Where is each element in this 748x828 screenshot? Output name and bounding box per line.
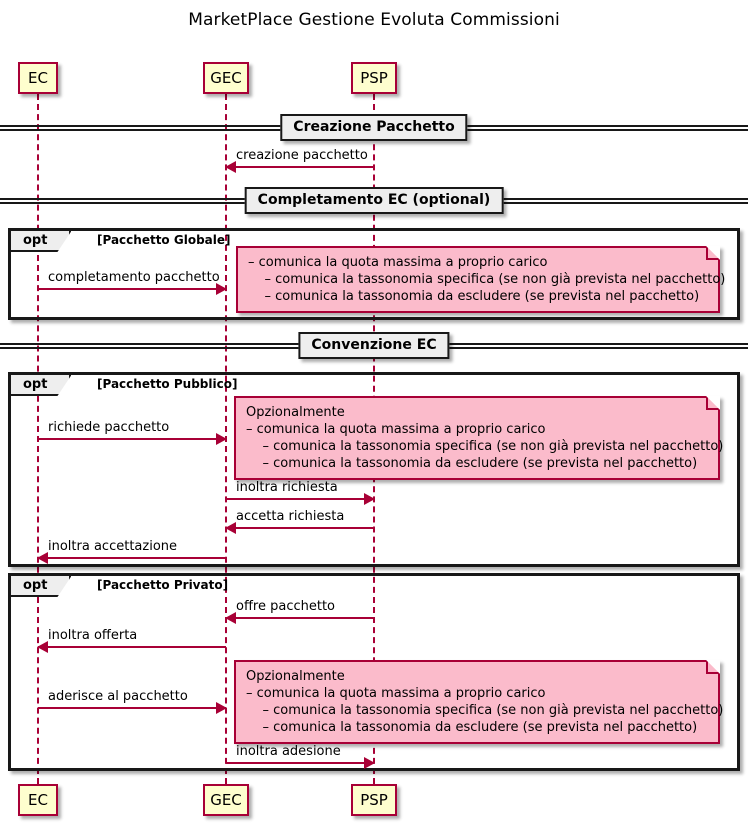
message-arrow-7 bbox=[225, 612, 374, 624]
fragment-condition: [Pacchetto Privato] bbox=[97, 578, 229, 592]
participant-label: PSP bbox=[360, 791, 388, 809]
message-label-7: offre pacchetto bbox=[236, 599, 335, 614]
message-label-2: completamento pacchetto bbox=[48, 270, 220, 285]
arrowhead-right-icon bbox=[364, 493, 375, 505]
divider-3: Convenzione EC bbox=[0, 332, 748, 360]
participant-ec-bottom[interactable]: EC bbox=[18, 784, 58, 816]
message-arrow-8 bbox=[37, 641, 226, 653]
participant-gec-bottom[interactable]: GEC bbox=[203, 784, 249, 816]
arrowhead-right-icon bbox=[216, 433, 227, 445]
participant-label: PSP bbox=[360, 69, 388, 87]
fragment-keyword: opt bbox=[11, 231, 71, 252]
page-title: MarketPlace Gestione Evoluta Commissioni bbox=[188, 10, 560, 30]
arrowhead-right-icon bbox=[216, 702, 227, 714]
opt-fragment-2: opt [Pacchetto Pubblico] bbox=[8, 372, 740, 567]
message-label-10: inoltra adesione bbox=[236, 744, 341, 759]
note-text: Opzionalmente – comunica la quota massim… bbox=[246, 405, 724, 471]
arrowhead-left-icon bbox=[37, 641, 48, 653]
participant-psp-bottom[interactable]: PSP bbox=[351, 784, 397, 816]
participant-ec-top[interactable]: EC bbox=[18, 62, 58, 94]
arrowhead-right-icon bbox=[364, 757, 375, 769]
participant-gec-top[interactable]: GEC bbox=[203, 62, 249, 94]
divider-1: Creazione Pacchetto bbox=[0, 114, 748, 142]
arrowhead-left-icon bbox=[37, 552, 48, 564]
arrowhead-left-icon bbox=[225, 161, 236, 173]
divider-label: Convenzione EC bbox=[298, 332, 450, 359]
arrowhead-left-icon bbox=[225, 522, 236, 534]
message-label-4: inoltra richiesta bbox=[236, 480, 338, 495]
participant-label: EC bbox=[28, 791, 48, 809]
participant-psp-top[interactable]: PSP bbox=[351, 62, 397, 94]
message-label-3: richiede pacchetto bbox=[48, 420, 170, 435]
message-label-9: aderisce al pacchetto bbox=[48, 689, 188, 704]
participant-label: EC bbox=[28, 69, 48, 87]
note-pacchetto-globale: – comunica la quota massima a proprio ca… bbox=[236, 246, 726, 313]
message-label-5: accetta richiesta bbox=[236, 509, 345, 524]
message-label-1: creazione pacchetto bbox=[236, 148, 368, 163]
opt-fragment-1: opt [Pacchetto Globale] bbox=[8, 228, 740, 320]
fragment-keyword: opt bbox=[11, 576, 71, 597]
message-arrow-5 bbox=[225, 522, 374, 534]
participant-label: GEC bbox=[210, 791, 242, 809]
message-label-8: inoltra offerta bbox=[48, 628, 138, 643]
fragment-condition: [Pacchetto Pubblico] bbox=[97, 377, 238, 391]
message-arrow-6 bbox=[37, 552, 226, 564]
message-arrow-2 bbox=[38, 283, 227, 295]
arrowhead-left-icon bbox=[225, 612, 236, 624]
note-text: – comunica la quota massima a proprio ca… bbox=[248, 255, 726, 304]
opt-fragment-3: opt [Pacchetto Privato] bbox=[8, 573, 740, 771]
fragment-condition: [Pacchetto Globale] bbox=[97, 233, 231, 247]
message-arrow-9 bbox=[38, 702, 227, 714]
arrowhead-right-icon bbox=[216, 283, 227, 295]
note-pacchetto-pubblico: Opzionalmente – comunica la quota massim… bbox=[234, 396, 724, 480]
message-arrow-3 bbox=[38, 433, 227, 445]
fragment-keyword: opt bbox=[11, 375, 71, 396]
divider-2: Completamento EC (optional) bbox=[0, 187, 748, 215]
note-text: Opzionalmente – comunica la quota massim… bbox=[246, 669, 724, 735]
note-pacchetto-privato: Opzionalmente – comunica la quota massim… bbox=[234, 660, 724, 744]
message-label-6: inoltra accettazione bbox=[48, 539, 178, 554]
message-arrow-1 bbox=[225, 161, 374, 173]
divider-label: Creazione Pacchetto bbox=[280, 114, 468, 141]
message-arrow-4 bbox=[226, 493, 375, 505]
message-arrow-10 bbox=[226, 757, 375, 769]
divider-label: Completamento EC (optional) bbox=[244, 187, 504, 214]
participant-label: GEC bbox=[210, 69, 242, 87]
